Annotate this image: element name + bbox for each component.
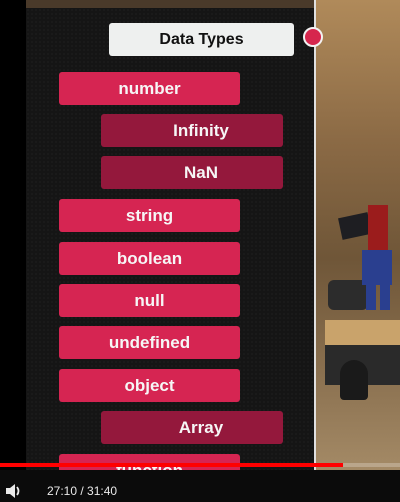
slide-title: Data Types [109, 23, 294, 56]
data-type-undefined: undefined [59, 326, 240, 359]
current-time: 27:10 [47, 484, 78, 498]
time-separator: / [77, 484, 88, 498]
slide-divider-line [314, 0, 316, 470]
background-robot-toy [338, 205, 395, 315]
progress-fill[interactable] [0, 463, 343, 467]
time-display: 27:10 / 31:40 [47, 484, 117, 498]
video-frame[interactable]: Data Types number Infinity NaN string bo… [0, 0, 400, 470]
data-type-number: number [59, 72, 240, 105]
left-letterbox [0, 0, 26, 470]
data-type-label: Infinity [173, 120, 229, 140]
duration: 31:40 [87, 484, 118, 498]
data-type-array: Array [101, 411, 283, 444]
data-type-label: NaN [183, 162, 218, 182]
data-type-function: function [59, 454, 240, 470]
data-type-boolean: boolean [59, 242, 240, 275]
timeline-dot-icon [303, 27, 323, 47]
background-plant-pot [328, 280, 368, 310]
top-background-strip [26, 0, 316, 8]
data-type-string: string [59, 199, 240, 232]
data-type-null: null [59, 284, 240, 317]
player-controls-bar [0, 470, 400, 502]
background-lamp [340, 360, 368, 400]
data-type-infinity: Infinity [101, 114, 283, 147]
volume-icon[interactable] [4, 482, 24, 500]
data-type-object: object [59, 369, 240, 402]
data-type-label: Array [178, 417, 224, 437]
data-type-nan: NaN [101, 156, 283, 189]
